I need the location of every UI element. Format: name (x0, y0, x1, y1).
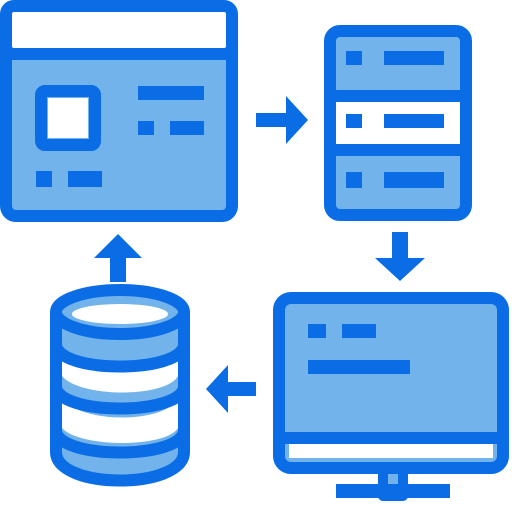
arrow-down-icon (375, 232, 425, 281)
database-icon (50, 284, 190, 487)
desktop-monitor-icon (273, 292, 509, 501)
browser-window-icon (0, 0, 238, 222)
arrow-right-icon (256, 96, 308, 144)
arrow-left-icon (206, 365, 256, 413)
arrow-up-icon (94, 234, 142, 282)
server-rack-icon (324, 25, 472, 221)
